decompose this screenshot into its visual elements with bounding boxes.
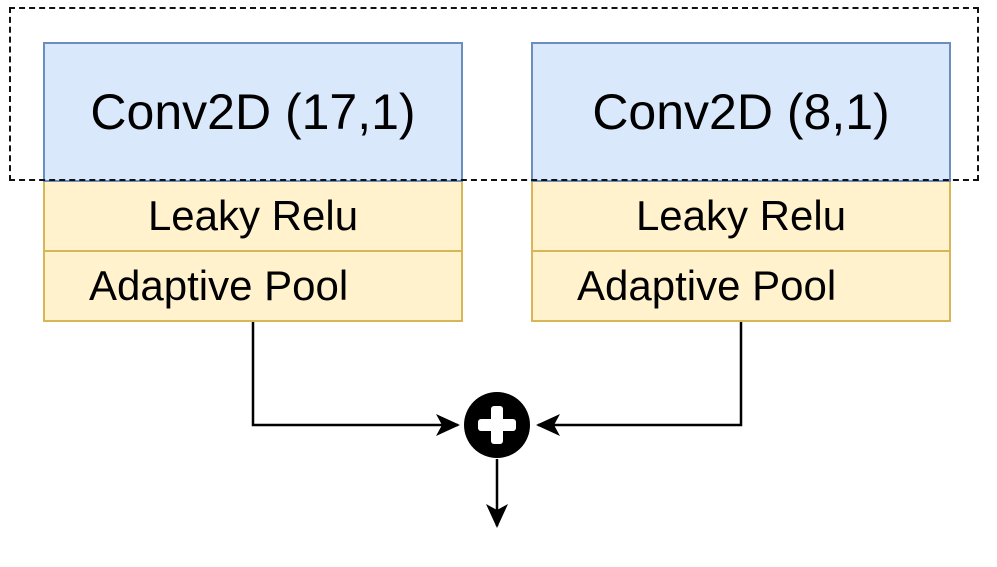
pool-block-left: Adaptive Pool (43, 252, 463, 322)
branch-left: Conv2D (17,1) Leaky Relu Adaptive Pool (43, 42, 463, 322)
activation-block-right: Leaky Relu (531, 182, 951, 252)
branch-right: Conv2D (8,1) Leaky Relu Adaptive Pool (531, 42, 951, 322)
activation-label-left: Leaky Relu (147, 192, 359, 239)
conv-label-right: Conv2D (8,1) (592, 84, 890, 140)
plus-circle-icon: + (464, 392, 530, 458)
conv-block-left: Conv2D (17,1) (43, 42, 463, 182)
conv-label-left: Conv2D (17,1) (90, 84, 416, 140)
pool-label-right: Adaptive Pool (577, 262, 837, 309)
conv-block-right: Conv2D (8,1) (531, 42, 951, 182)
pool-label-left: Adaptive Pool (89, 262, 349, 309)
left-branch-connector (251, 322, 460, 436)
activation-label-right: Leaky Relu (635, 192, 847, 239)
right-branch-connector (536, 322, 743, 436)
pool-block-right: Adaptive Pool (531, 252, 951, 322)
sum-symbol: + (482, 397, 512, 455)
activation-block-left: Leaky Relu (43, 182, 463, 252)
